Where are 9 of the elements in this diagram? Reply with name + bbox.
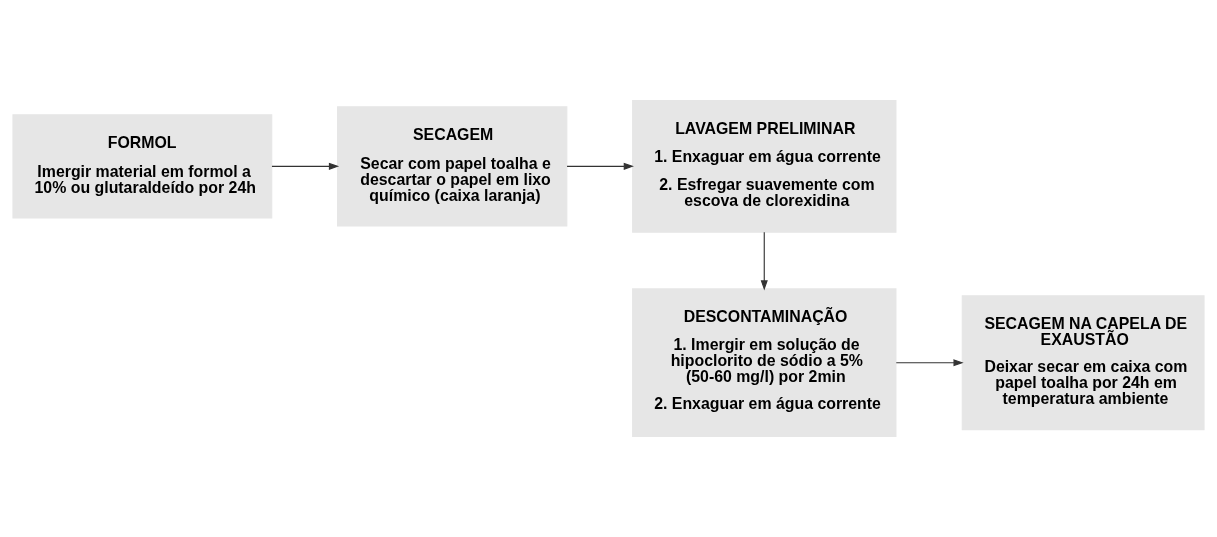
node-box: SECAGEM Secar com papel toalha e descartar o papel em lixo químico (caixa laranja) <box>337 106 568 227</box>
node-box: SECAGEM NA CAPELA DE EXAUSTÃO Deixar secar em caixa com papel toalha por 24h em temperatura ambiente <box>961 295 1205 431</box>
node-box: LAVAGEM PRELIMINAR 1. Enxaguar em água corrente 2. Esfregar suavemente com escova de clorexidina <box>632 99 897 233</box>
arrow <box>271 162 340 170</box>
node-box: DESCONTAMINAÇÃO 1. Imergir em solução de hipoclorito de sódio a 5% (50-60 mg/l) por 2min 2. Enxaguar em água corrente <box>632 288 897 438</box>
arrow <box>895 359 964 367</box>
arrow <box>566 162 634 170</box>
node-box: FORMOL Imergir material em formol a 10% ou glutaraldeído por 24h <box>12 114 273 219</box>
arrow <box>760 231 768 291</box>
